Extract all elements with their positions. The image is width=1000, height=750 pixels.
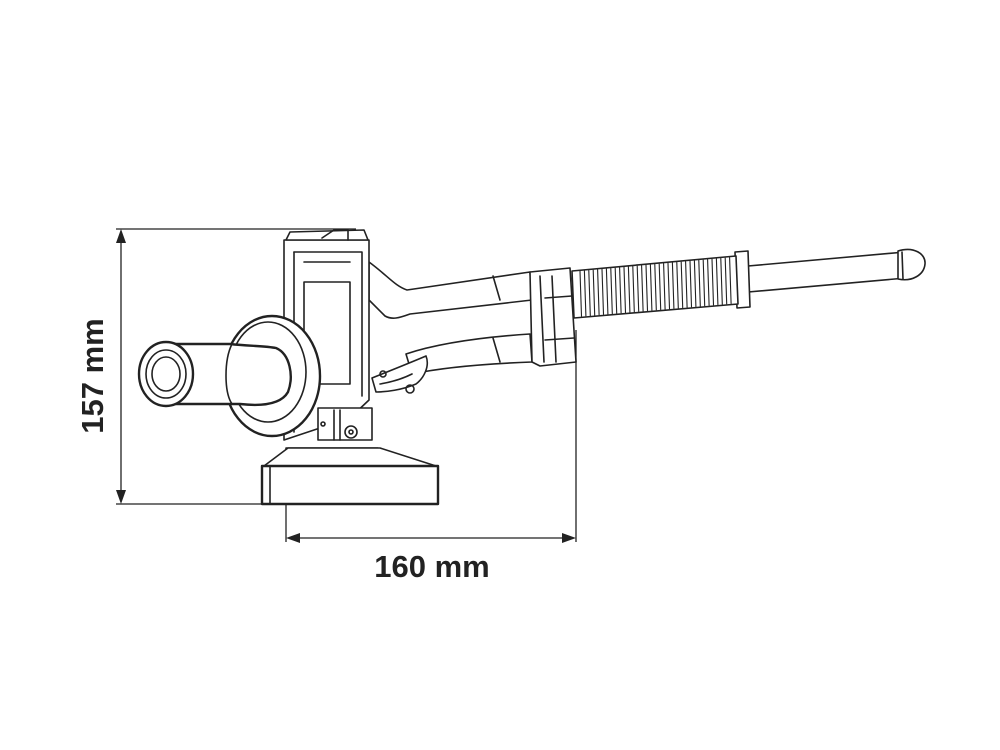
grip-rib — [588, 269, 591, 317]
grip-rib — [632, 265, 635, 313]
grip-rib — [671, 262, 675, 309]
ribbed-grip — [571, 255, 739, 319]
side-handle — [137, 340, 292, 408]
width-arrow-left — [286, 533, 300, 543]
grip-rib — [676, 261, 679, 309]
height-arrow-top — [116, 229, 126, 243]
top-cap — [285, 229, 369, 241]
grip-rib — [685, 261, 688, 308]
grip-rib — [711, 258, 715, 306]
height-label: 157 mm — [75, 318, 110, 433]
grip-rib — [720, 257, 723, 305]
throttle-lever — [371, 355, 429, 394]
grip-rib — [658, 263, 662, 311]
grip-rib — [605, 268, 609, 315]
grip-rib — [689, 260, 693, 308]
grip-rib — [702, 259, 706, 307]
grip-rib — [597, 269, 600, 316]
grip-rib — [654, 263, 657, 311]
handle-body-upper — [368, 261, 533, 319]
grip-rib — [592, 269, 596, 316]
rear-handle-rod — [747, 248, 926, 293]
grip-rib — [707, 259, 710, 306]
grip-rib — [636, 265, 640, 312]
grip-rib — [627, 266, 631, 313]
width-arrow-right — [562, 533, 576, 543]
grip-rib — [623, 266, 627, 314]
grip-rib — [583, 270, 587, 317]
grip-rib — [715, 258, 719, 306]
angle-grinder-drawing — [137, 229, 926, 506]
grip-rib — [641, 265, 644, 312]
width-dimension: 160 mm — [285, 330, 577, 584]
height-arrow-bottom — [116, 490, 126, 504]
grip-rib — [724, 257, 728, 305]
grip-rib — [680, 261, 684, 309]
handle-collar — [529, 267, 577, 367]
gear-head — [317, 407, 373, 441]
grip-rib — [693, 260, 697, 308]
wheel-guard — [260, 447, 440, 506]
grip-rib — [667, 262, 671, 310]
grip-rib — [729, 257, 732, 305]
grip-rib — [619, 267, 622, 314]
grip-rib — [614, 267, 618, 314]
height-dimension: 157 mm — [75, 228, 356, 505]
width-label: 160 mm — [374, 549, 489, 584]
grip-rib — [698, 259, 701, 307]
grip-rib — [579, 270, 583, 317]
grip-rib — [601, 268, 605, 315]
grip-rib — [610, 267, 613, 315]
grip-rib — [663, 263, 666, 310]
grip-rib — [645, 264, 649, 312]
grip-rib — [649, 264, 653, 311]
